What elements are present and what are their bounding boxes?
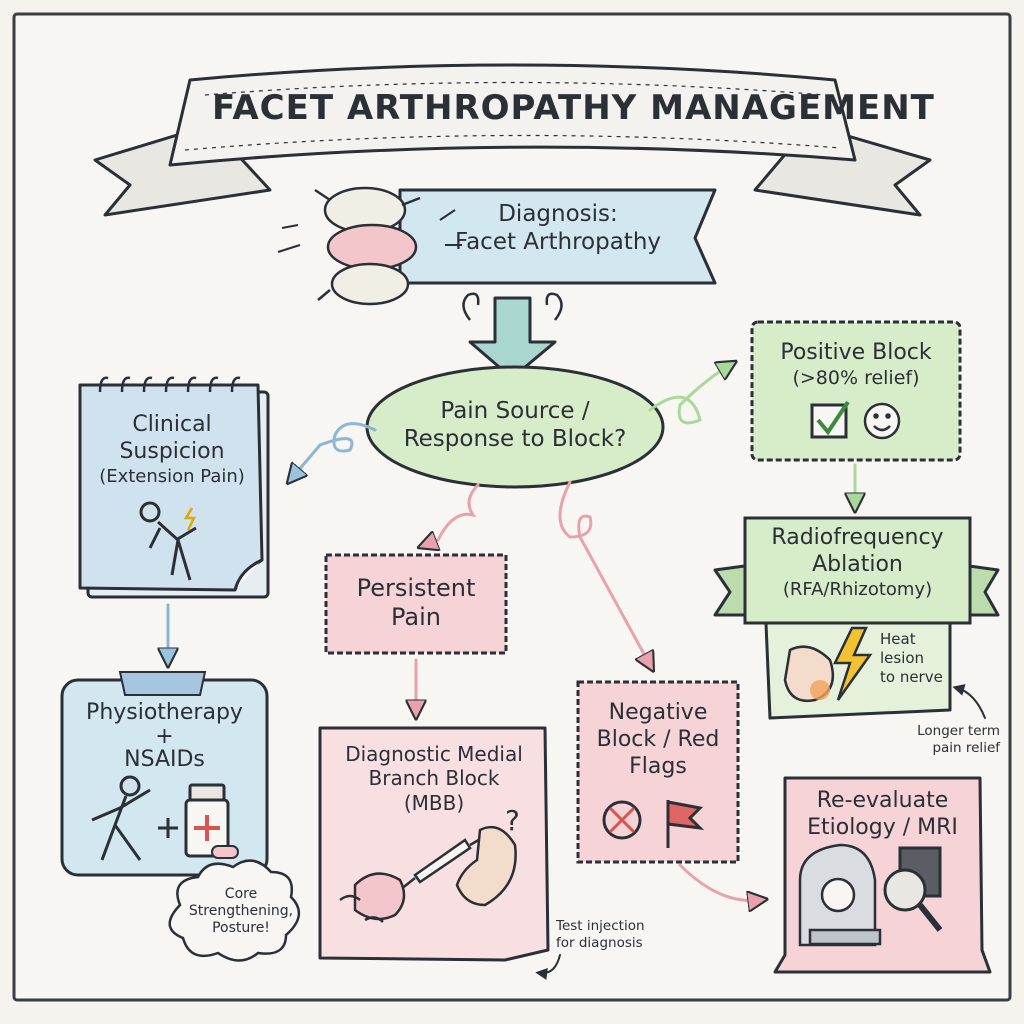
- arrow-decision-to-negative: [558, 480, 650, 665]
- connectors: [168, 365, 986, 980]
- page-title: FACET ARTHROPATHY MANAGEMENT: [212, 88, 935, 128]
- swirl-right: [545, 292, 563, 321]
- clinical-line-3: (Extension Pain): [99, 465, 245, 487]
- physio-line-1: Physiotherapy: [86, 700, 243, 725]
- reeval-line-2: Etiology / MRI: [807, 814, 958, 840]
- syringe-hand-icon: [339, 825, 517, 923]
- longer-line-2: pain relief: [932, 739, 1000, 756]
- diagnosis-label: Diagnosis: Facet Arthropathy: [428, 200, 688, 256]
- mbb-line-1: Diagnostic Medial: [345, 742, 523, 766]
- core-line-3: Posture!: [212, 920, 270, 937]
- clinical-notepad: [78, 383, 270, 599]
- rfa-line-2: Ablation: [812, 551, 903, 577]
- mbb-line-2: Branch Block: [368, 766, 500, 791]
- reeval-label: Re-evaluate Etiology / MRI: [785, 788, 980, 842]
- longer-line-1: Longer term: [917, 723, 1000, 739]
- rfa-line-3: (RFA/Rhizotomy): [782, 578, 933, 600]
- magnifier-icon: [883, 846, 943, 932]
- diagnosis-line-1: Diagnosis:: [498, 201, 618, 227]
- title-ribbon: [93, 63, 932, 217]
- arrow-decision-to-clinical: [292, 422, 377, 478]
- physio-line-3: NSAIDs: [124, 746, 205, 772]
- cancel-circle-icon: [602, 800, 642, 840]
- spine-icon: [277, 186, 462, 306]
- mbb-label: Diagnostic Medial Branch Block (MBB): [320, 742, 548, 815]
- diagnosis-line-2: Facet Arthropathy: [454, 229, 662, 256]
- rfa-line-1: Radiofrequency: [771, 525, 944, 550]
- negative-line-3: Flags: [629, 753, 687, 779]
- check-icon: [810, 400, 850, 439]
- arrow-decision-to-positive: [648, 365, 730, 425]
- lightning-icon: [783, 626, 873, 703]
- clinical-line-1: Clinical: [132, 412, 212, 437]
- heat-line-2: lesion: [880, 648, 925, 667]
- negative-stamp: [576, 680, 740, 864]
- clinical-line-2: Suspicion: [119, 438, 225, 464]
- arrow-test-note: [535, 954, 561, 980]
- test-line-1: Test injection: [556, 918, 645, 934]
- rfa-banner: [743, 516, 972, 625]
- persistent-label: Persistent Pain: [326, 574, 506, 633]
- arrow-negative-to-reeval: [678, 863, 760, 901]
- heat-note: Heat lesion to nerve: [880, 630, 950, 686]
- heat-line-1: Heat: [880, 630, 916, 648]
- longer-note: Longer term pain relief: [900, 723, 1000, 757]
- diagnosis-banner: [398, 188, 717, 285]
- persistent-stamp: [324, 553, 508, 655]
- positive-stamp: [750, 320, 962, 462]
- decision-line-2: Response to Block?: [403, 426, 627, 453]
- negative-line-1: Negative: [608, 700, 708, 725]
- notepad-rings: [98, 376, 241, 393]
- decision-line-1: Pain Source /: [440, 398, 590, 424]
- decision-label: Pain Source / Response to Block?: [380, 397, 650, 453]
- core-note: Core Strengthening, Posture!: [176, 886, 306, 937]
- person-back-pain-icon: [139, 501, 197, 581]
- mri-scanner-icon: [798, 843, 882, 947]
- physio-label: Physiotherapy + NSAIDs: [62, 700, 267, 773]
- clinical-label: Clinical Suspicion (Extension Pain): [82, 412, 262, 488]
- core-line-2: Strengthening,: [188, 903, 294, 920]
- persistent-line-1: Persistent: [356, 574, 476, 602]
- positive-label: Positive Block (>80% relief): [752, 340, 960, 390]
- physio-line-2: +: [155, 723, 174, 749]
- core-cloud: [168, 859, 300, 962]
- positive-line-2: (>80% relief): [792, 366, 920, 389]
- red-flag-icon: [666, 800, 705, 848]
- negative-label: Negative Block / Red Flags: [578, 700, 738, 780]
- heat-line-3: to nerve: [880, 667, 943, 686]
- teal-down-arrow: [468, 296, 557, 380]
- question-mark-icon: ?: [505, 804, 520, 837]
- test-note: Test injection for diagnosis: [556, 918, 676, 952]
- rfa-label: Radiofrequency Ablation (RFA/Rhizotomy): [745, 525, 970, 601]
- swirl-left: [462, 292, 480, 321]
- smiley-icon: [863, 402, 901, 440]
- medicine-bottle-icon: [184, 783, 239, 859]
- reeval-line-1: Re-evaluate: [816, 788, 949, 813]
- plus-sign-icon: [158, 818, 178, 838]
- mbb-line-3: (MBB): [403, 790, 465, 815]
- exercise-icon: [91, 775, 151, 861]
- negative-line-2: Block / Red: [596, 726, 720, 752]
- persistent-line-2: Pain: [391, 603, 441, 632]
- core-line-1: Core: [224, 886, 258, 902]
- arrow-longer-note: [952, 684, 986, 719]
- arrow-decision-to-persistent: [425, 483, 480, 545]
- test-line-2: for diagnosis: [556, 934, 643, 951]
- positive-line-1: Positive Block: [780, 340, 932, 365]
